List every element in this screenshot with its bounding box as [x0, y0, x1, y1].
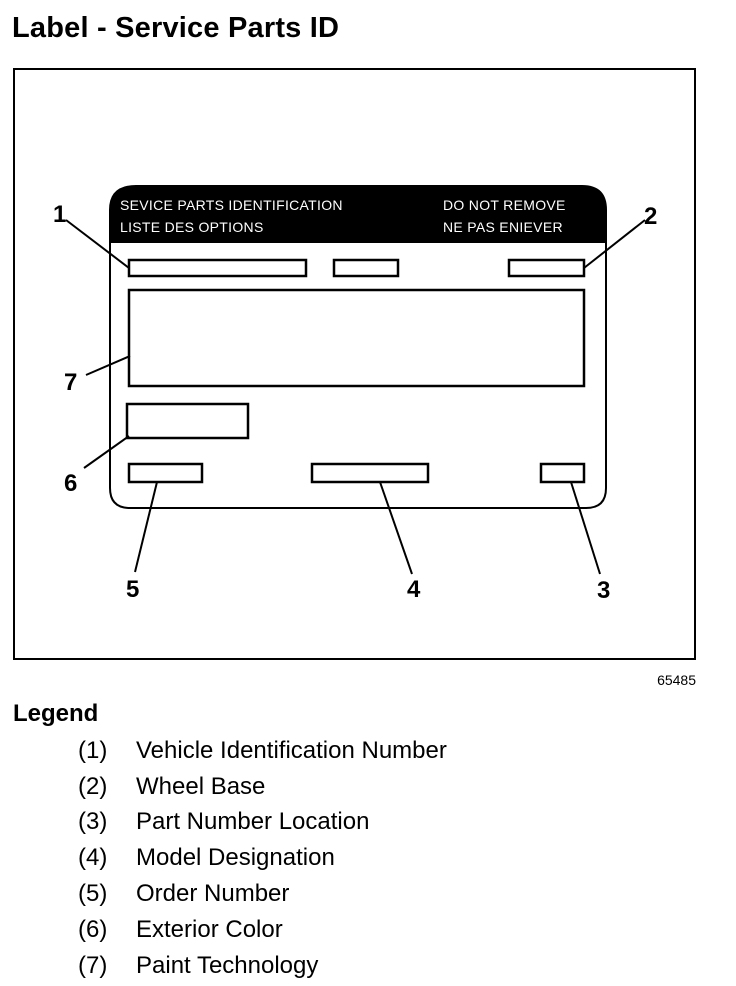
- field-order-number: [127, 462, 204, 484]
- field-paint-technology: [127, 288, 586, 388]
- leader-line-2: [583, 219, 646, 269]
- header-left-line1: SEVICE PARTS IDENTIFICATION: [120, 197, 343, 213]
- leader-line-6: [83, 435, 130, 469]
- legend-item-label: Paint Technology: [136, 951, 319, 979]
- figure-frame: [13, 68, 696, 660]
- legend-item-number: (5): [78, 880, 108, 908]
- legend-item: (7) Paint Technology: [78, 948, 447, 984]
- field-middle-top: [332, 258, 400, 278]
- legend-item-label: Part Number Location: [136, 808, 370, 836]
- leader-line-4: [379, 481, 413, 575]
- legend-item-label: Exterior Color: [136, 915, 283, 943]
- leader-line-7: [85, 355, 131, 376]
- page-title: Label - Service Parts ID: [12, 12, 340, 44]
- service-parts-label-diagram: SEVICE PARTS IDENTIFICATION LISTE DES OP…: [53, 185, 657, 604]
- callout-4: 4: [407, 576, 421, 603]
- legend-item: (4) Model Designation: [78, 840, 447, 876]
- legend-item-number: (3): [78, 808, 108, 836]
- header-right-line2: NE PAS ENIEVER: [443, 219, 563, 235]
- legend-list: (1) Vehicle Identification Number (2) Wh…: [78, 733, 447, 984]
- legend-item-number: (1): [78, 736, 108, 764]
- leader-line-5: [134, 481, 158, 573]
- legend-item-label: Order Number: [136, 880, 290, 908]
- field-model-designation: [310, 462, 430, 484]
- header-right-line1: DO NOT REMOVE: [443, 197, 566, 213]
- legend-item: (5) Order Number: [78, 876, 447, 912]
- legend-item-label: Wheel Base: [136, 772, 266, 800]
- callout-3: 3: [597, 577, 610, 604]
- callout-1: 1: [53, 201, 66, 228]
- legend-item-label: Model Designation: [136, 844, 335, 872]
- field-exterior-color: [125, 402, 250, 440]
- legend-item-number: (4): [78, 844, 108, 872]
- legend-item: (3) Part Number Location: [78, 805, 447, 841]
- legend-item-number: (6): [78, 915, 108, 943]
- callout-2: 2: [644, 203, 657, 230]
- callout-7: 7: [64, 369, 77, 396]
- label-header-band: [110, 186, 606, 243]
- legend-title: Legend: [13, 700, 99, 727]
- callout-6: 6: [64, 470, 77, 497]
- legend-item-number: (7): [78, 951, 108, 979]
- leader-line-1: [65, 219, 130, 269]
- field-vin: [127, 258, 308, 278]
- legend-item: (1) Vehicle Identification Number: [78, 733, 447, 769]
- figure-number: 65485: [657, 672, 696, 688]
- field-part-number: [539, 462, 586, 484]
- leader-line-3: [570, 481, 601, 575]
- legend-item-number: (2): [78, 772, 108, 800]
- legend-item-label: Vehicle Identification Number: [136, 736, 447, 764]
- legend-item: (6) Exterior Color: [78, 912, 447, 948]
- header-left-line2: LISTE DES OPTIONS: [120, 219, 264, 235]
- field-wheel-base: [507, 258, 586, 278]
- callout-5: 5: [126, 576, 139, 603]
- legend-item: (2) Wheel Base: [78, 769, 447, 805]
